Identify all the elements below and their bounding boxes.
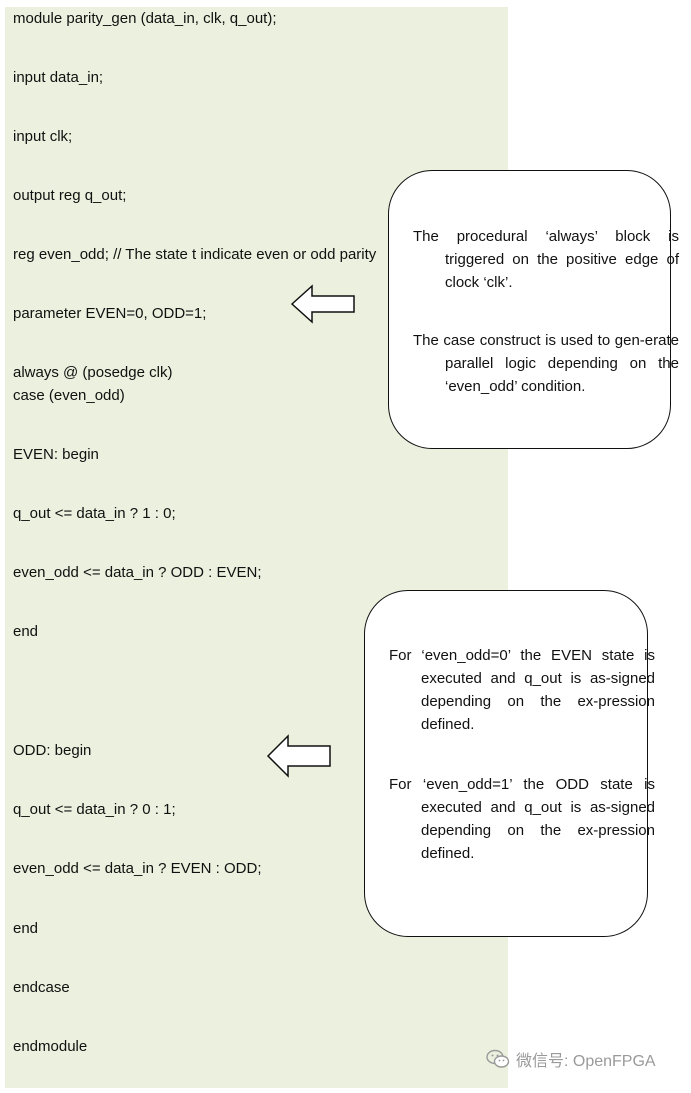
code-line: input data_in; xyxy=(13,69,104,86)
code-line: end xyxy=(13,623,39,640)
code-line: parameter EVEN=0, ODD=1; xyxy=(13,305,207,322)
code-line: even_odd <= data_in ? EVEN : ODD; xyxy=(13,860,262,877)
watermark: 微信号: OpenFPGA xyxy=(486,1048,656,1070)
callout-always-block: The procedural ‘always’ block is trigger… xyxy=(388,170,679,449)
code-line: q_out <= data_in ? 1 : 0; xyxy=(13,505,176,522)
code-line: q_out <= data_in ? 0 : 1; xyxy=(13,801,176,818)
callout-text: The case construct is used to gen-erate … xyxy=(413,332,679,395)
code-line: ODD: begin xyxy=(13,742,92,759)
callout-text: For ‘even_odd=0’ the EVEN state is execu… xyxy=(389,647,655,733)
left-arrow-icon xyxy=(290,284,355,324)
callout-text: For ‘even_odd=1’ the ODD state is execut… xyxy=(389,776,655,862)
code-line: reg even_odd; // The state t indicate ev… xyxy=(13,246,377,263)
code-line: endmodule xyxy=(13,1038,88,1055)
callout-case-states: For ‘even_odd=0’ the EVEN state is execu… xyxy=(364,590,655,937)
left-arrow-icon xyxy=(266,734,331,778)
code-line: EVEN: begin xyxy=(13,446,99,463)
code-line: case (even_odd) xyxy=(13,387,125,404)
callout-text: The procedural ‘always’ block is trigger… xyxy=(413,228,679,291)
code-line: input clk; xyxy=(13,128,73,145)
code-line: always @ (posedge clk) xyxy=(13,364,173,381)
code-line: output reg q_out; xyxy=(13,187,127,204)
wechat-icon xyxy=(486,1049,510,1068)
code-line: end xyxy=(13,920,39,937)
code-line: even_odd <= data_in ? ODD : EVEN; xyxy=(13,564,262,581)
code-line: module parity_gen (data_in, clk, q_out); xyxy=(13,10,277,27)
code-line: endcase xyxy=(13,979,70,996)
watermark-text: 微信号: OpenFPGA xyxy=(516,1053,656,1070)
